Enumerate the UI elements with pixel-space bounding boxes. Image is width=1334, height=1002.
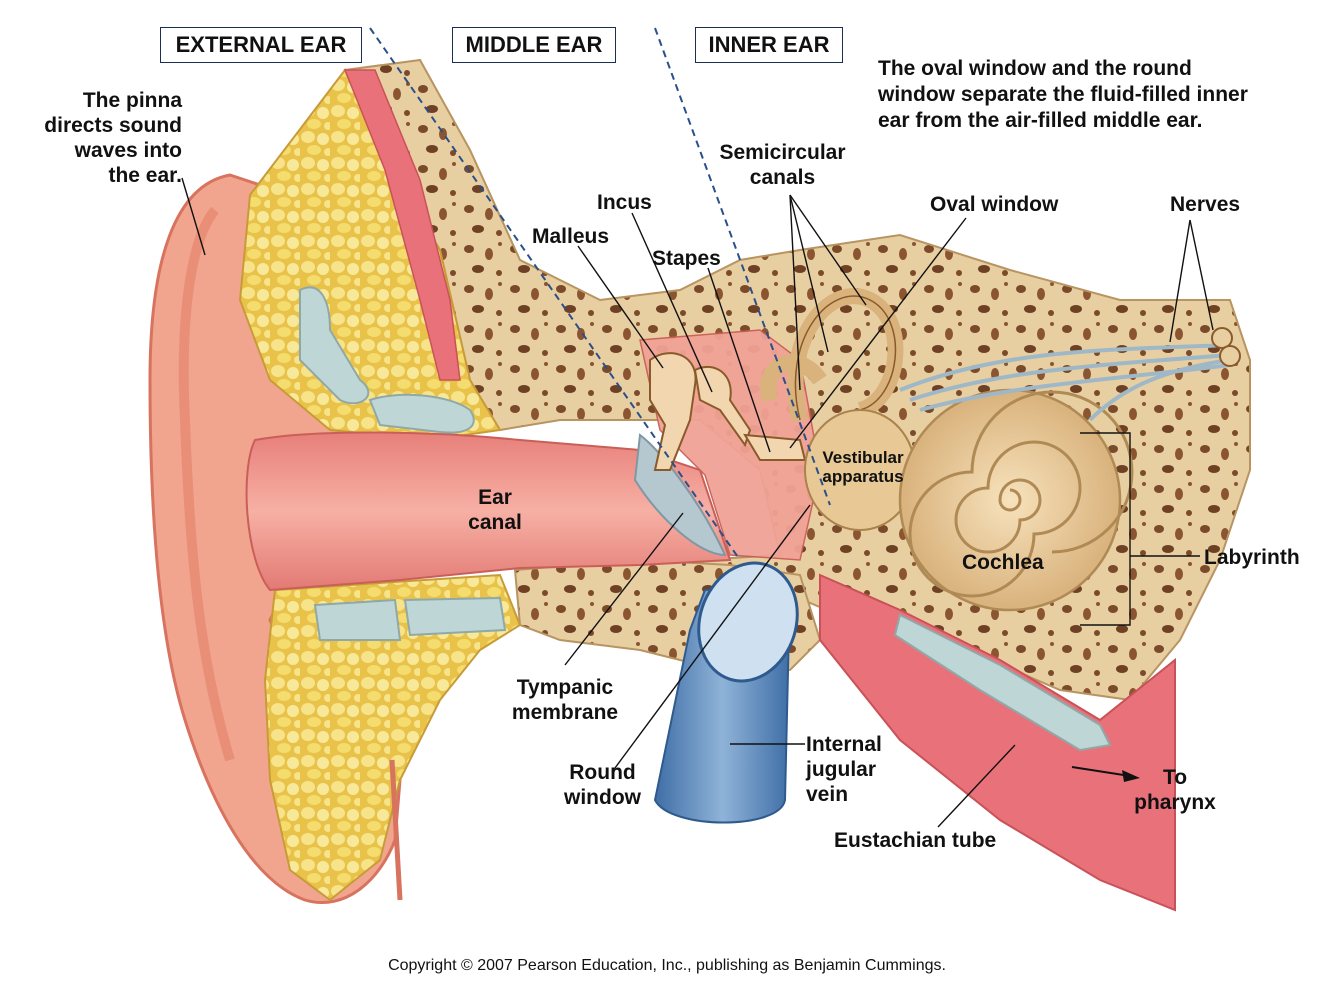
middle-ear-region-label: MIDDLE EAR [452, 27, 616, 63]
lower-cartilage-2 [405, 598, 505, 635]
pinna-note: The pinna directs sound waves into the e… [20, 88, 182, 188]
windows-note-p3: separate the fluid-filled inner [955, 83, 1248, 106]
inner-ear-region-label: INNER EAR [695, 27, 843, 63]
incus-label: Incus [597, 190, 652, 215]
to-pharynx-label: To pharynx [1120, 765, 1230, 815]
vestibular-label-line2: apparatus [808, 467, 918, 486]
windows-note-line3: ear from the air-filled middle ear. [878, 108, 1318, 134]
lower-cartilage [315, 600, 400, 640]
pinna-note-line2: directs sound [20, 113, 182, 138]
stapes-label: Stapes [652, 246, 721, 271]
nerves-label: Nerves [1170, 192, 1240, 217]
windows-note-line2: window separate the fluid-filled inner [878, 82, 1318, 108]
vestibular-apparatus-label: Vestibular apparatus [808, 448, 918, 486]
windows-note-b1: oval window [921, 57, 1046, 80]
pinna-note-bold: pinna [126, 89, 182, 112]
copyright-notice: Copyright © 2007 Pearson Education, Inc.… [0, 957, 1334, 975]
round-window-label-line2: window [555, 785, 650, 810]
tympanic-label-line1: Tympanic [500, 675, 630, 700]
pharynx-label-line1: To [1120, 765, 1230, 790]
pinna-note-line3: waves into [20, 138, 182, 163]
jugular-label-line2: jugular [806, 757, 882, 782]
oval-window-label: Oval window [930, 192, 1058, 217]
semicircular-label-line1: Semicircular [700, 140, 865, 165]
jugular-label-line3: vein [806, 782, 882, 807]
malleus-label: Malleus [532, 224, 609, 249]
ear-canal-label-line1: Ear [455, 485, 535, 510]
windows-note: The oval window and the round window sep… [878, 56, 1318, 134]
cochlea-label: Cochlea [962, 550, 1044, 575]
windows-note-p2: and the [1046, 57, 1132, 80]
vestibular-label-line1: Vestibular [808, 448, 918, 467]
round-window-label-line1: Round [555, 760, 650, 785]
semicircular-canals-label: Semicircular canals [700, 140, 865, 190]
tympanic-label-line2: membrane [500, 700, 630, 725]
round-window-label: Round window [555, 760, 650, 810]
ear-canal-label: Ear canal [455, 485, 535, 535]
tympanic-membrane-label: Tympanic membrane [500, 675, 630, 725]
ear-canal-label-line2: canal [455, 510, 535, 535]
windows-note-b3: window [878, 83, 955, 106]
external-ear-region-label: EXTERNAL EAR [160, 27, 362, 63]
pinna-note-line1: The pinna [20, 88, 182, 113]
jugular-label-line1: Internal [806, 732, 882, 757]
windows-note-b2: round [1132, 57, 1191, 80]
windows-note-p1: The [878, 57, 921, 80]
pinna-note-line4: the ear. [20, 163, 182, 188]
semicircular-label-line2: canals [700, 165, 865, 190]
windows-note-line1: The oval window and the round [878, 56, 1318, 82]
labyrinth-label: Labyrinth [1204, 545, 1300, 570]
internal-jugular-vein-label: Internal jugular vein [806, 732, 882, 807]
eustachian-tube-label: Eustachian tube [834, 828, 996, 853]
pharynx-label-line2: pharynx [1120, 790, 1230, 815]
pinna-note-pre: The [83, 89, 126, 112]
